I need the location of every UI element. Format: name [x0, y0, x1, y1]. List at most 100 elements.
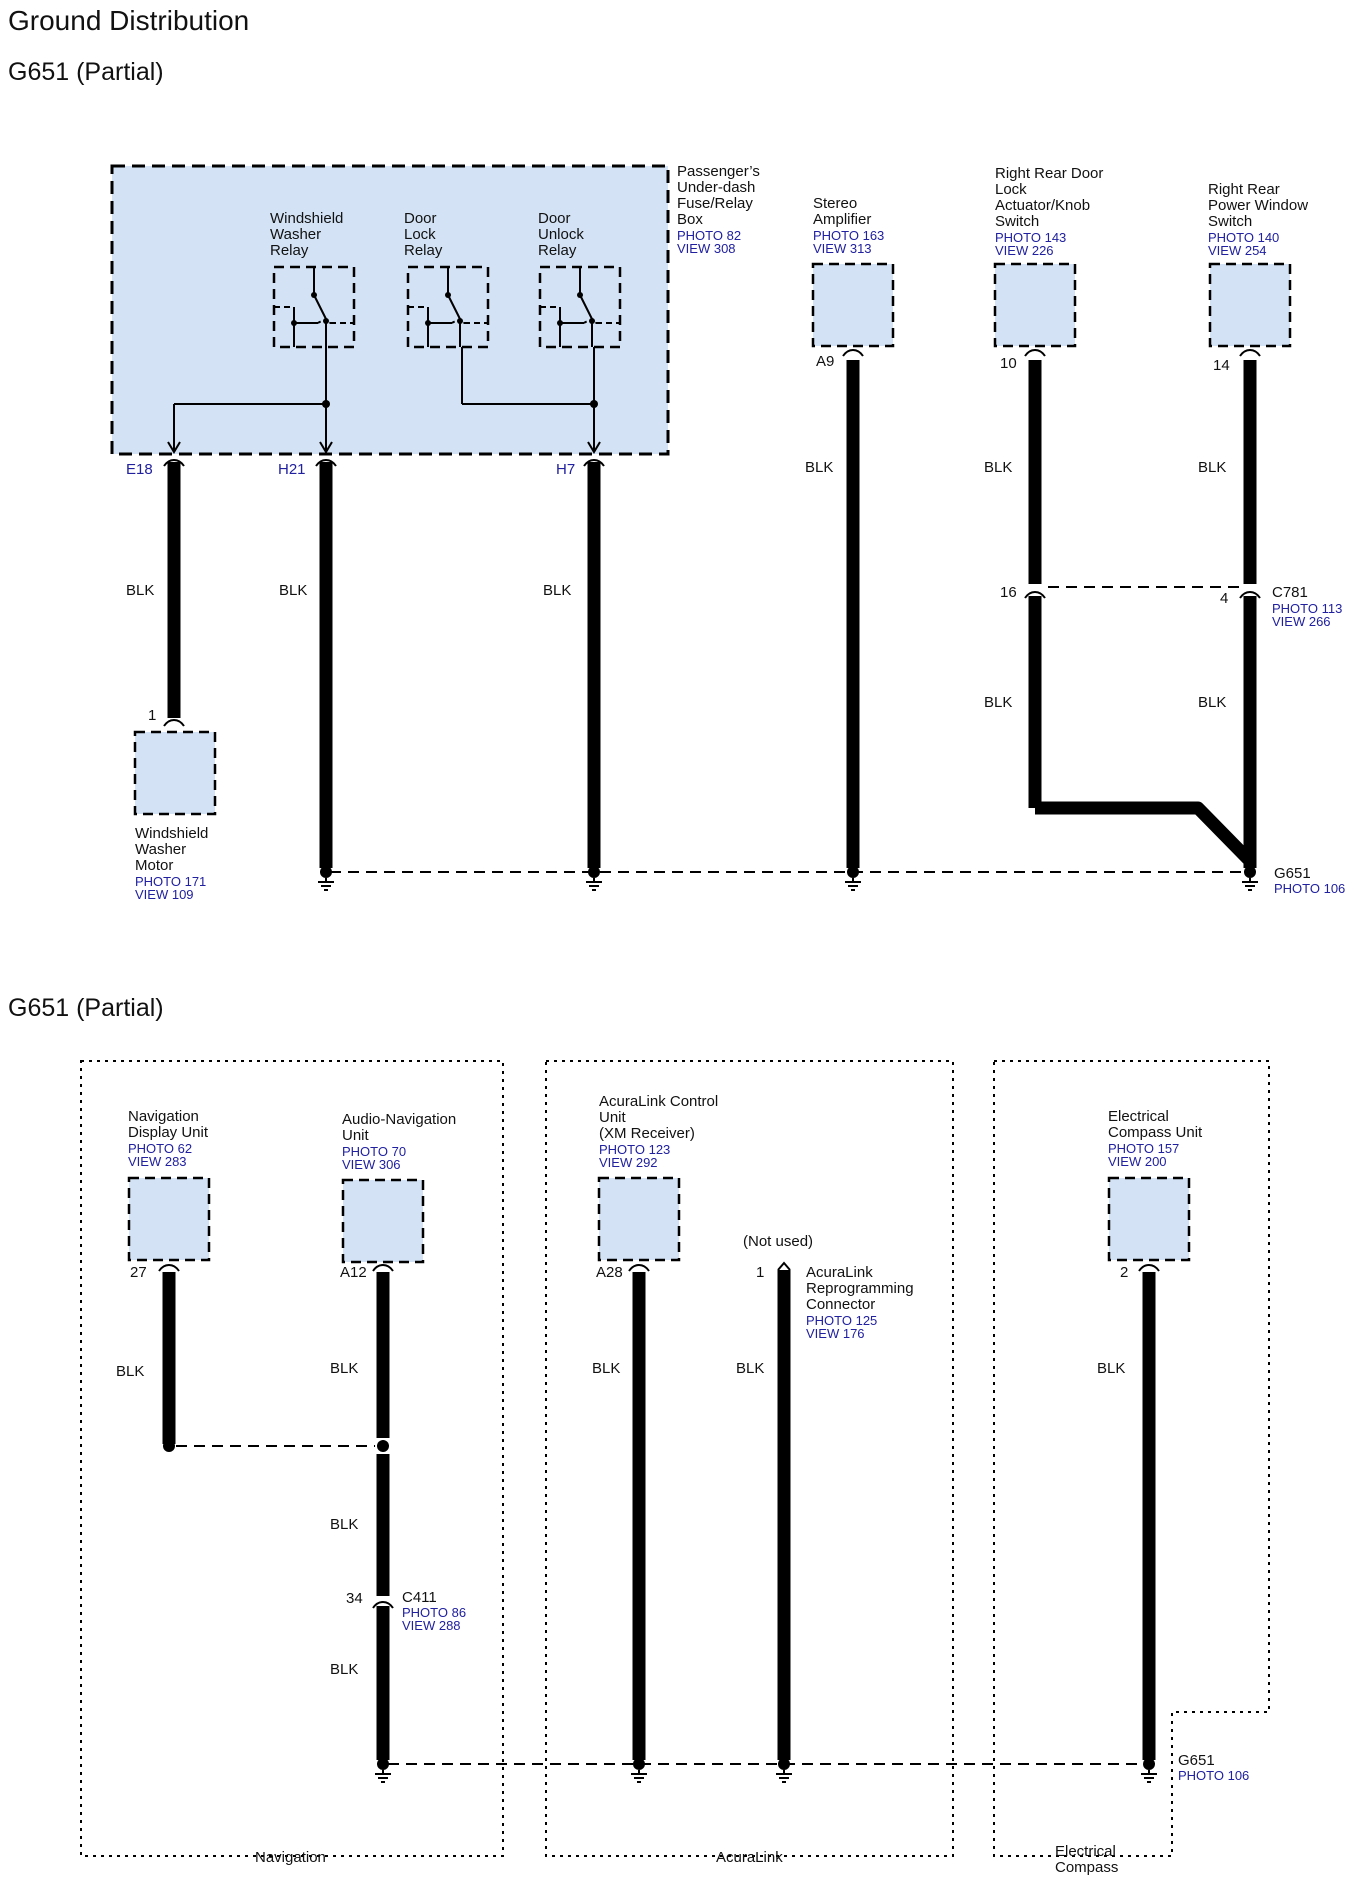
ground-h21 — [317, 865, 335, 891]
wire-door-lock-route — [1035, 801, 1254, 865]
window-pin-4: 4 — [1220, 590, 1228, 607]
svg-text:G651: G651 — [1274, 865, 1311, 882]
svg-text:C781: C781 — [1272, 584, 1308, 601]
audio-nav-label: Audio-Navigation Unit PHOTO 70 VIEW 306 — [342, 1111, 456, 1172]
svg-text:PHOTO 86: PHOTO 86 — [402, 1605, 466, 1620]
blk-h7: BLK — [543, 582, 571, 599]
svg-text:VIEW 283: VIEW 283 — [128, 1154, 187, 1169]
ground-reprog — [775, 1757, 793, 1783]
window-pin-14: 14 — [1213, 357, 1230, 374]
svg-text:Relay: Relay — [270, 242, 309, 259]
svg-text:Windshield: Windshield — [270, 210, 343, 227]
svg-text:Stereo: Stereo — [813, 195, 857, 212]
svg-text:Compass Unit: Compass Unit — [1108, 1124, 1203, 1141]
acuralink-pin: A28 — [596, 1264, 623, 1281]
page-title: Ground Distribution — [8, 5, 249, 36]
svg-text:C411: C411 — [402, 1589, 437, 1606]
fusebox-label: Passenger’s Under-dash Fuse/Relay Box PH… — [677, 163, 760, 256]
blk-acuralink: BLK — [592, 1360, 620, 1377]
svg-text:VIEW 200: VIEW 200 — [1108, 1154, 1167, 1169]
audio-nav-pin: A12 — [340, 1264, 367, 1281]
svg-text:PHOTO 106: PHOTO 106 — [1274, 881, 1345, 896]
pin-h21: H21 — [278, 461, 306, 478]
svg-text:PHOTO 125: PHOTO 125 — [806, 1313, 877, 1328]
svg-text:Door: Door — [404, 210, 437, 227]
svg-text:Box: Box — [677, 211, 703, 228]
door-lock-switch — [993, 262, 1077, 348]
svg-text:Right Rear Door: Right Rear Door — [995, 165, 1103, 182]
reprog-label: AcuraLink Reprogramming Connector PHOTO … — [806, 1264, 914, 1341]
svg-text:Compass: Compass — [1055, 1859, 1118, 1876]
blk-door-lock-lower: BLK — [984, 694, 1012, 711]
blk-reprog: BLK — [736, 1360, 764, 1377]
svg-text:Relay: Relay — [404, 242, 443, 259]
stereo-amplifier-label: Stereo Amplifier PHOTO 163 VIEW 313 — [813, 195, 884, 256]
svg-text:VIEW 176: VIEW 176 — [806, 1326, 865, 1341]
ground-g651-2 — [1140, 1757, 1158, 1783]
svg-text:AcuraLink: AcuraLink — [806, 1264, 873, 1281]
svg-text:Display Unit: Display Unit — [128, 1124, 209, 1141]
svg-text:Switch: Switch — [995, 213, 1039, 230]
svg-text:Reprogramming: Reprogramming — [806, 1280, 914, 1297]
svg-text:Right Rear: Right Rear — [1208, 181, 1280, 198]
g651-label-2: G651 PHOTO 106 — [1178, 1752, 1249, 1783]
svg-text:PHOTO 143: PHOTO 143 — [995, 230, 1066, 245]
section1-heading: G651 (Partial) — [8, 58, 164, 86]
svg-text:Audio-Navigation: Audio-Navigation — [342, 1111, 456, 1128]
ground-audio-nav — [374, 1757, 392, 1783]
svg-text:Washer: Washer — [270, 226, 321, 243]
fusebox-internal-wiring — [167, 347, 601, 454]
stereo-amplifier — [811, 262, 895, 348]
nav-display-label: Navigation Display Unit PHOTO 62 VIEW 28… — [128, 1108, 209, 1169]
svg-text:Fuse/Relay: Fuse/Relay — [677, 195, 753, 212]
door-lock-pin-10: 10 — [1000, 355, 1017, 372]
blk-stereo: BLK — [805, 459, 833, 476]
svg-text:VIEW 254: VIEW 254 — [1208, 243, 1267, 258]
svg-text:Relay: Relay — [538, 242, 577, 259]
motor-pin: 1 — [148, 707, 156, 724]
svg-text:PHOTO 157: PHOTO 157 — [1108, 1141, 1179, 1156]
svg-text:Power Window: Power Window — [1208, 197, 1308, 214]
section2-heading: G651 (Partial) — [8, 994, 164, 1022]
blk-audio-nav-3: BLK — [330, 1661, 358, 1678]
c411-pin: 34 — [346, 1590, 363, 1607]
svg-text:VIEW 226: VIEW 226 — [995, 243, 1054, 258]
acuralink-control-unit — [597, 1176, 681, 1262]
svg-text:PHOTO 123: PHOTO 123 — [599, 1142, 670, 1157]
pin-e18: E18 — [126, 461, 153, 478]
svg-text:Connector: Connector — [806, 1296, 875, 1313]
svg-text:Unit: Unit — [342, 1127, 370, 1144]
svg-text:PHOTO 113: PHOTO 113 — [1272, 601, 1342, 616]
blk-e18: BLK — [126, 582, 154, 599]
svg-text:Electrical: Electrical — [1108, 1108, 1169, 1125]
blk-compass: BLK — [1097, 1360, 1125, 1377]
svg-text:G651: G651 — [1178, 1752, 1215, 1769]
stereo-pin: A9 — [816, 353, 834, 370]
compass-group-label: Electrical Compass — [1055, 1843, 1118, 1876]
svg-text:VIEW 292: VIEW 292 — [599, 1155, 658, 1170]
fuse-relay-box — [110, 164, 670, 456]
svg-text:PHOTO 163: PHOTO 163 — [813, 228, 884, 243]
svg-text:PHOTO 171: PHOTO 171 — [135, 874, 206, 889]
blk-window-lower: BLK — [1198, 694, 1226, 711]
svg-text:Lock: Lock — [995, 181, 1027, 198]
svg-text:Switch: Switch — [1208, 213, 1252, 230]
navigation-group — [80, 1060, 504, 1857]
reprog-pin: 1 — [756, 1264, 764, 1281]
windshield-washer-relay: Windshield Washer Relay — [270, 210, 356, 349]
compass-unit-label: Electrical Compass Unit PHOTO 157 VIEW 2… — [1108, 1108, 1203, 1169]
motor-label: Windshield Washer Motor PHOTO 171 VIEW 1… — [135, 825, 208, 902]
svg-text:VIEW 306: VIEW 306 — [342, 1157, 401, 1172]
svg-text:Under-dash: Under-dash — [677, 179, 755, 196]
svg-text:PHOTO 82: PHOTO 82 — [677, 228, 741, 243]
svg-text:Unlock: Unlock — [538, 226, 584, 243]
svg-text:Unit: Unit — [599, 1109, 627, 1126]
svg-text:Amplifier: Amplifier — [813, 211, 871, 228]
svg-text:PHOTO 62: PHOTO 62 — [128, 1141, 192, 1156]
door-lock-pin-16: 16 — [1000, 584, 1017, 601]
svg-text:VIEW 109: VIEW 109 — [135, 887, 194, 902]
svg-text:(XM Receiver): (XM Receiver) — [599, 1125, 695, 1142]
door-unlock-relay: Door Unlock Relay — [538, 210, 622, 349]
not-used-label: (Not used) — [743, 1233, 813, 1250]
